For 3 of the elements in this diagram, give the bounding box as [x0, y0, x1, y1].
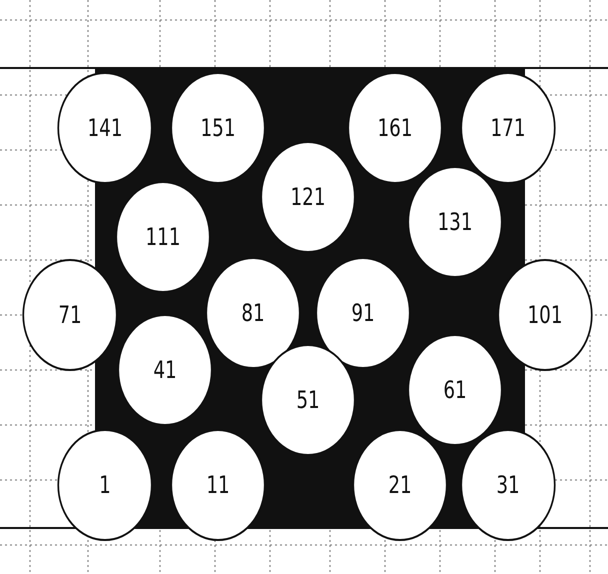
- numbered-circle: 71: [22, 259, 118, 371]
- numbered-circle: 1: [57, 429, 153, 541]
- numbered-circle: 31: [460, 429, 556, 541]
